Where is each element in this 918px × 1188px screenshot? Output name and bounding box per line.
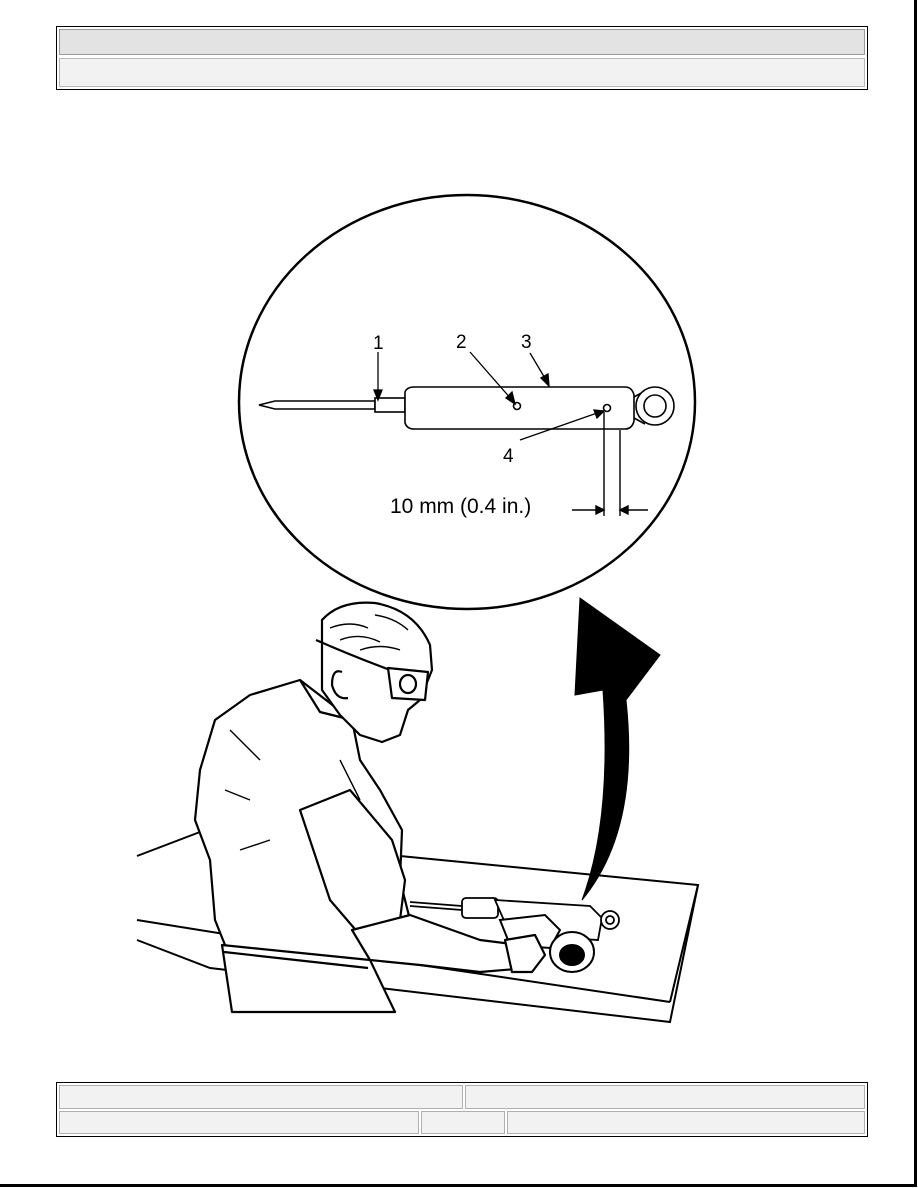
dimension-marker: [572, 412, 648, 516]
footer-left-top: [59, 1085, 463, 1109]
header-subtitle-cell: [59, 58, 865, 87]
dimension-label: 10 mm (0.4 in.): [390, 495, 531, 518]
footer-right-bottom: [507, 1111, 865, 1134]
detail-shock-absorber: [258, 386, 675, 430]
header-title-cell: [59, 29, 865, 55]
footer-left-bottom: [59, 1111, 419, 1134]
magnify-arrow: [574, 597, 661, 901]
callout-leaders: [373, 351, 606, 441]
header-table: [56, 26, 868, 90]
callout-2: 2: [456, 332, 467, 353]
callout-1: 1: [373, 333, 384, 354]
drill: [498, 913, 595, 973]
callout-3: 3: [521, 332, 532, 353]
callout-4: 4: [503, 446, 514, 467]
footer-middle-bottom: [421, 1111, 505, 1134]
technician: [193, 601, 547, 1014]
footer-right-top: [465, 1085, 865, 1109]
footer-table: [56, 1082, 868, 1137]
